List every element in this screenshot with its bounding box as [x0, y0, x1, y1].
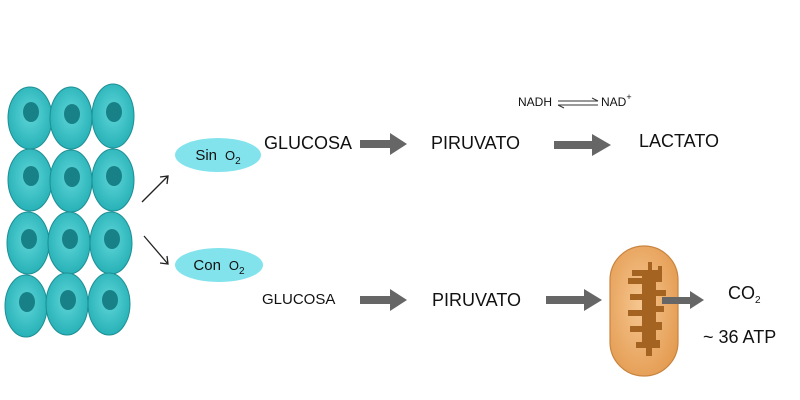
arrow-mitochondrion-to-co2 [662, 291, 704, 309]
cell [6, 211, 50, 275]
equilibrium-arrows [557, 97, 599, 109]
cell [49, 149, 93, 213]
pyruvate-label-aerobic: PIRUVATO [432, 290, 522, 310]
cell [49, 86, 93, 150]
cell [87, 272, 131, 336]
cell [91, 83, 135, 149]
glucose-label-anaerobic: GLUCOSA [264, 133, 353, 153]
cell [7, 86, 53, 150]
glucose-label-aerobic: GLUCOSA [262, 291, 336, 308]
mitochondrion-cristae [628, 262, 666, 356]
mitochondrion [609, 245, 704, 377]
arrow-pyruvate-to-mitochondrion [546, 289, 602, 311]
lactate-label: LACTATO [639, 131, 720, 151]
cell [89, 211, 133, 275]
arrow-glucose-to-pyruvate-anaerobic [360, 133, 407, 155]
branch-arrow-with-oxygen [143, 235, 169, 265]
branch-arrow-without-oxygen [141, 175, 169, 203]
nad-plus-label: NAD+ [601, 92, 632, 109]
cell [7, 148, 53, 212]
condition-word: Con [193, 256, 221, 274]
cell [45, 272, 89, 336]
nadh-label: NADH [518, 95, 553, 109]
co2-label: CO2 [728, 283, 761, 306]
cell [91, 148, 135, 212]
oxygen-symbol: O2 [225, 147, 241, 167]
condition-with-oxygen: Con O2 [175, 248, 263, 282]
pyruvate-label-anaerobic: PIRUVATO [431, 133, 521, 153]
cell [4, 274, 48, 338]
arrow-pyruvate-to-lactate [554, 134, 611, 156]
condition-without-oxygen: Sin O2 [175, 138, 261, 172]
arrow-glucose-to-pyruvate-aerobic [360, 289, 407, 311]
condition-word: Sin [195, 146, 217, 164]
atp-label: ~ 36 ATP [703, 327, 777, 347]
cell-cluster [4, 83, 135, 338]
cell [47, 211, 91, 275]
oxygen-symbol: O2 [228, 257, 245, 277]
